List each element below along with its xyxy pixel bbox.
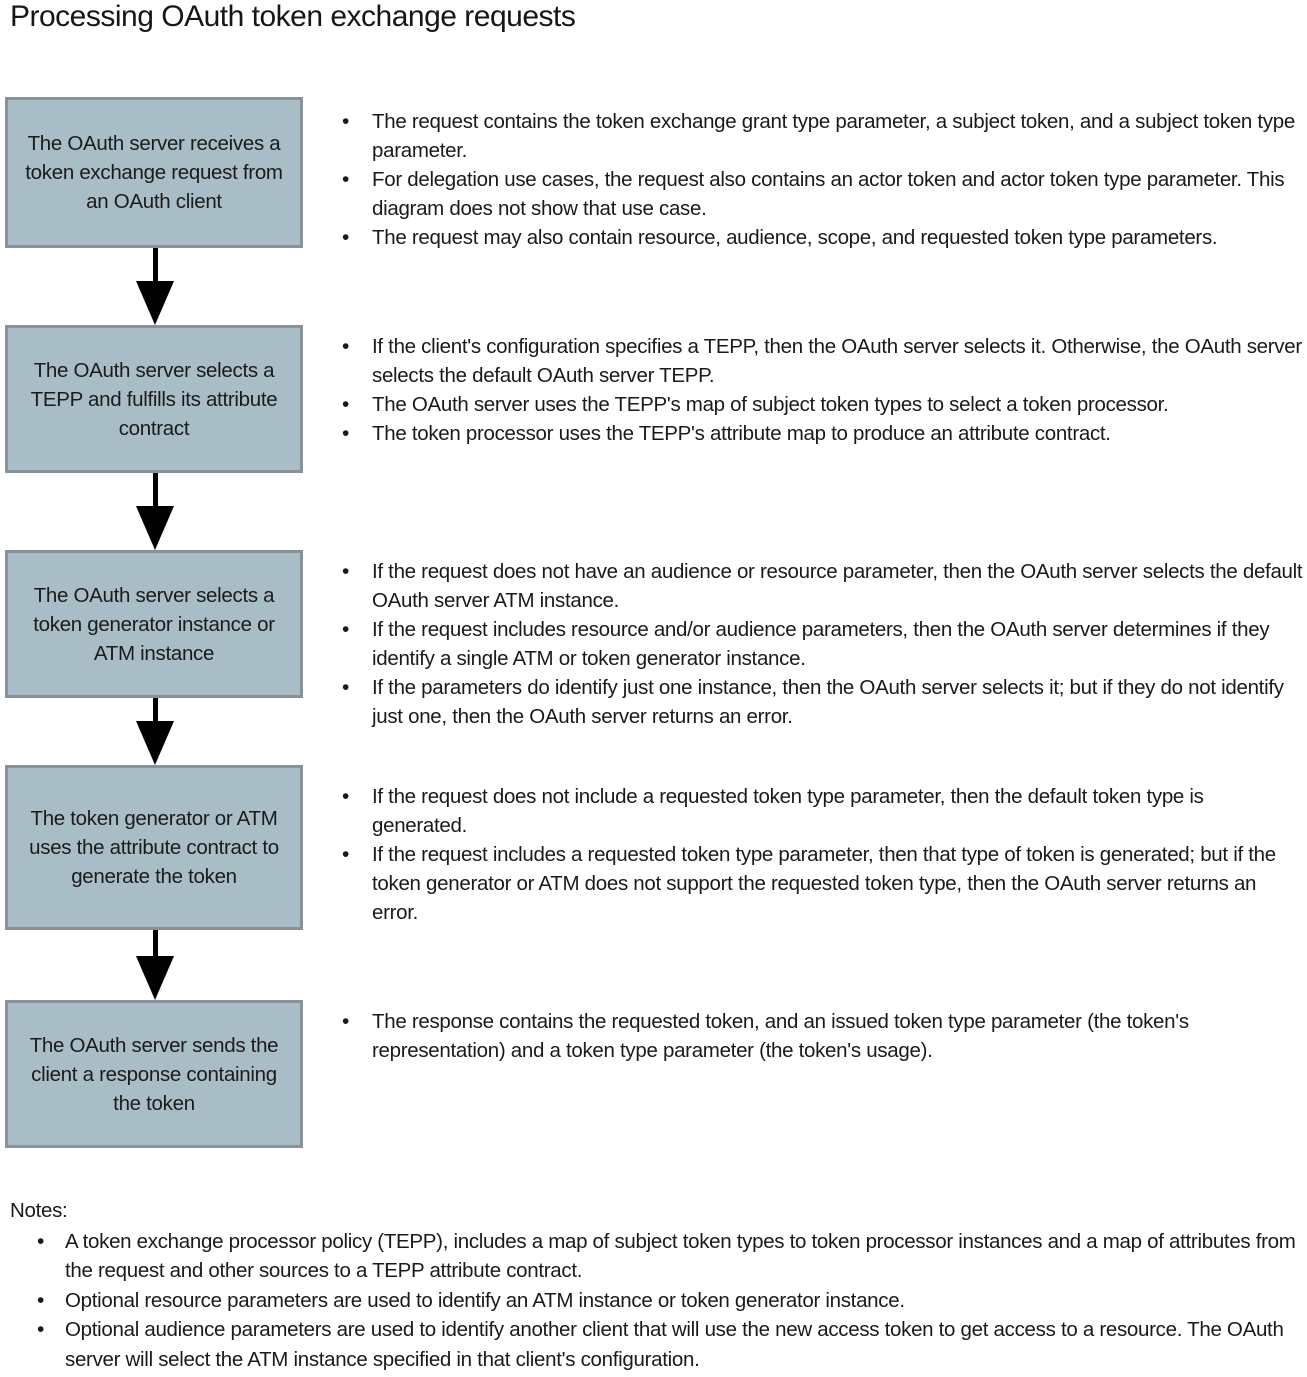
flow-step-3-label: The OAuth server selects a token generat…: [33, 583, 275, 665]
step-5-bullet: The response contains the requested toke…: [335, 1007, 1303, 1065]
step-4-bullet: If the request includes a requested toke…: [335, 840, 1303, 927]
note-item: Optional resource parameters are used to…: [35, 1286, 1300, 1316]
step-1-bullet: The request contains the token exchange …: [335, 107, 1303, 165]
arrow-shaft: [152, 930, 158, 956]
arrow-down-icon: [135, 248, 175, 325]
step-3-bullet: If the request includes resource and/or …: [335, 615, 1303, 673]
arrow-head: [136, 506, 174, 550]
step-4-bullet: If the request does not include a reques…: [335, 782, 1303, 840]
step-2-bullet: If the client's configuration specifies …: [335, 332, 1303, 390]
step-1-bullet: For delegation use cases, the request al…: [335, 165, 1303, 223]
notes-section: Notes: A token exchange processor policy…: [10, 1196, 1300, 1374]
arrow-shaft: [152, 248, 158, 281]
notes-heading: Notes:: [10, 1199, 68, 1222]
step-3-bullet: If the parameters do identify just one i…: [335, 673, 1303, 731]
flow-step-4-box: The token generator or ATM uses the attr…: [5, 765, 303, 930]
step-3-bullet: If the request does not have an audience…: [335, 557, 1303, 615]
arrow-shaft: [152, 473, 158, 506]
flow-step-5-box: The OAuth server sends the client a resp…: [5, 1000, 303, 1148]
arrow-head: [136, 956, 174, 1000]
step-2-bullet-list: If the client's configuration specifies …: [335, 332, 1303, 448]
flow-step-1-label: The OAuth server receives a token exchan…: [25, 132, 283, 213]
arrow-head: [136, 281, 174, 325]
note-item: Optional audience parameters are used to…: [35, 1315, 1300, 1374]
step-1-bullet-list: The request contains the token exchange …: [335, 107, 1303, 252]
arrow-down-icon: [135, 473, 175, 550]
step-4-bullet-list: If the request does not include a reques…: [335, 782, 1303, 927]
arrow-down-icon: [135, 930, 175, 1000]
note-item: A token exchange processor policy (TEPP)…: [35, 1227, 1300, 1286]
arrow-head: [136, 721, 174, 765]
step-2-bullet: The OAuth server uses the TEPP's map of …: [335, 390, 1303, 419]
flow-step-5-label: The OAuth server sends the client a resp…: [29, 1033, 279, 1115]
step-5-bullet-list: The response contains the requested toke…: [335, 1007, 1303, 1065]
step-3-bullet-list: If the request does not have an audience…: [335, 557, 1303, 731]
arrow-shaft: [152, 698, 158, 721]
arrow-down-icon: [135, 698, 175, 765]
step-2-bullet: The token processor uses the TEPP's attr…: [335, 419, 1303, 448]
flow-step-2-box: The OAuth server selects a TEPP and fulf…: [5, 325, 303, 473]
flow-step-3-box: The OAuth server selects a token generat…: [5, 550, 303, 698]
page-title: Processing OAuth token exchange requests: [10, 0, 576, 33]
notes-list: A token exchange processor policy (TEPP)…: [35, 1227, 1300, 1375]
flow-step-2-label: The OAuth server selects a TEPP and fulf…: [30, 358, 278, 440]
flow-step-4-label: The token generator or ATM uses the attr…: [29, 807, 279, 888]
step-1-bullet: The request may also contain resource, a…: [335, 223, 1303, 252]
flow-step-1-box: The OAuth server receives a token exchan…: [5, 97, 303, 248]
